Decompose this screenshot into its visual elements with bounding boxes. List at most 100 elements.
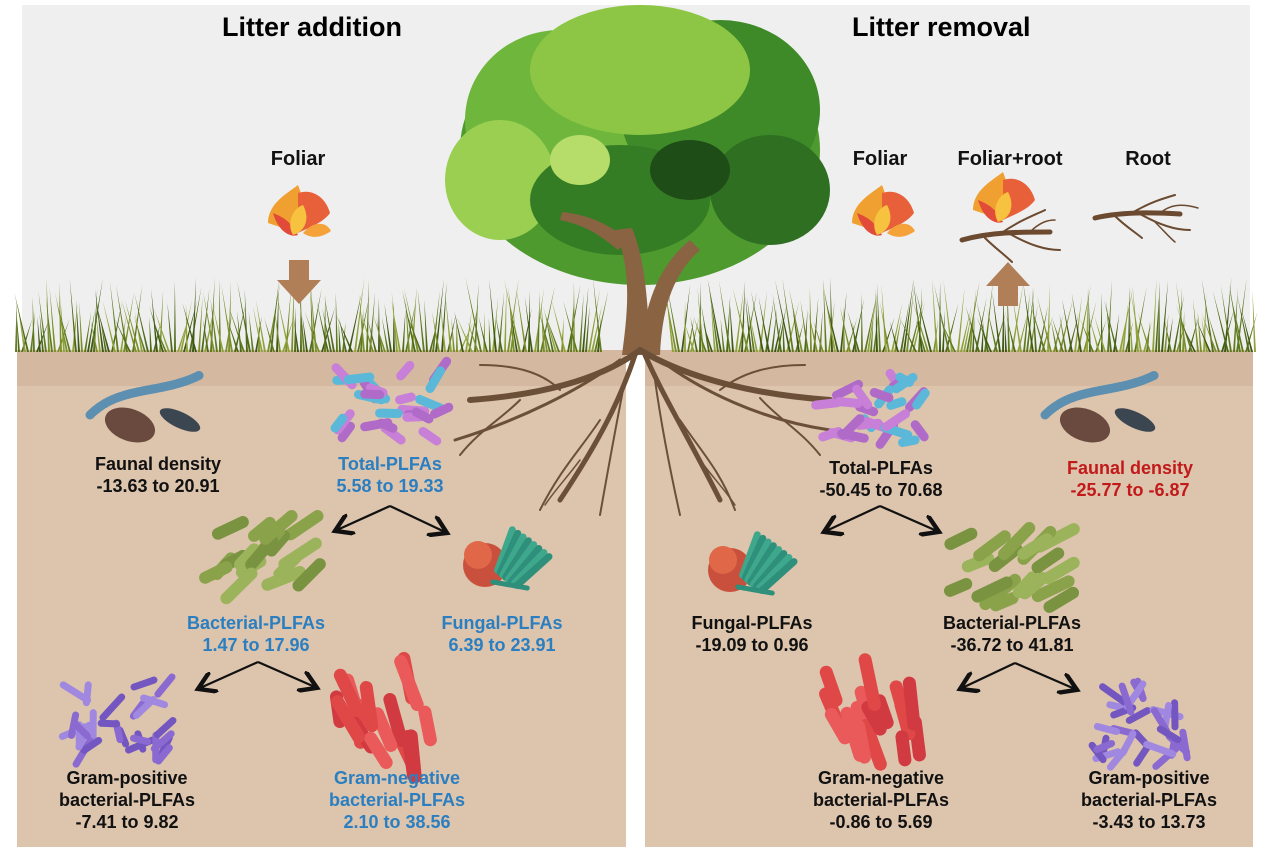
soil-fauna-illustration-addition bbox=[85, 370, 205, 443]
grass-blade bbox=[746, 296, 755, 352]
grass-blade bbox=[592, 277, 602, 352]
grass-blade bbox=[384, 303, 392, 352]
node-name-line2: bacterial-PLFAs bbox=[328, 790, 466, 810]
node-total-plfas-addition: Total-PLFAs 5.58 to 19.33 bbox=[336, 453, 443, 497]
grass-blade bbox=[381, 316, 389, 352]
treatment-label-foliar-removal: Foliar bbox=[852, 148, 908, 170]
grass-blade bbox=[873, 310, 879, 352]
grass-blade bbox=[823, 291, 839, 352]
grass-blade bbox=[1212, 290, 1229, 352]
grass-blade bbox=[889, 321, 899, 352]
grass-blade bbox=[1164, 313, 1169, 352]
grass-blade bbox=[1074, 295, 1082, 352]
grass-blade bbox=[516, 287, 527, 352]
grass-blade bbox=[1224, 277, 1232, 352]
grass-blade bbox=[167, 302, 173, 352]
grass-blade bbox=[1051, 321, 1058, 352]
grass-blade bbox=[1089, 317, 1100, 352]
grass-blade bbox=[751, 290, 764, 352]
grass-blade bbox=[102, 300, 116, 352]
panel-title-litter-removal: Litter removal bbox=[852, 12, 1031, 42]
grass-blade bbox=[95, 312, 101, 352]
node-range: -13.63 to 20.91 bbox=[96, 476, 220, 496]
grass-blade bbox=[913, 278, 923, 352]
arrow-bacterial-to-gram-negative-left bbox=[257, 660, 315, 687]
grass-blade bbox=[690, 316, 698, 352]
grass-blade bbox=[900, 300, 910, 352]
grass-blade bbox=[133, 315, 146, 352]
grass-blade bbox=[1051, 317, 1064, 352]
bacteria-illustration-removal bbox=[943, 522, 1080, 613]
grass-blade bbox=[153, 308, 170, 352]
grass-blade bbox=[719, 280, 731, 352]
grass-blade bbox=[1023, 292, 1030, 352]
grass-blade bbox=[120, 315, 127, 352]
node-name-line2: bacterial-PLFAs bbox=[812, 790, 950, 810]
grass-blade bbox=[454, 310, 464, 352]
grass-blade bbox=[15, 299, 17, 352]
node-bacterial-plfas-addition: Bacterial-PLFAs 1.47 to 17.96 bbox=[187, 612, 325, 656]
grass-blade bbox=[508, 286, 515, 352]
grass-blade bbox=[391, 301, 401, 352]
grass-blade bbox=[847, 310, 860, 352]
grass-blade bbox=[1047, 284, 1050, 352]
grass-blade bbox=[495, 316, 503, 352]
grass-blade bbox=[702, 321, 713, 352]
grass-blade bbox=[478, 316, 488, 352]
grass-blade bbox=[891, 302, 903, 352]
grass-blade bbox=[153, 321, 161, 352]
grass-blade bbox=[369, 291, 376, 352]
node-range: 6.39 to 23.91 bbox=[448, 635, 556, 655]
grass-blade bbox=[37, 316, 41, 352]
grass-blade bbox=[588, 288, 601, 352]
grass-blade bbox=[1062, 298, 1073, 352]
grass-blade bbox=[447, 314, 456, 352]
treatment-label-foliar-addition: Foliar bbox=[270, 148, 326, 170]
grass-blade bbox=[1208, 315, 1220, 352]
grass-blade bbox=[1155, 288, 1160, 352]
grass-blade bbox=[16, 311, 20, 352]
grass-blade bbox=[237, 310, 242, 352]
soil-panel-right bbox=[645, 350, 1253, 847]
grass-blade bbox=[324, 296, 335, 352]
grass-blade bbox=[467, 321, 479, 352]
node-name: Fungal-PLFAs bbox=[691, 613, 813, 633]
grass-blade bbox=[441, 281, 447, 352]
grass-blade bbox=[310, 282, 317, 352]
node-name-line2: bacterial-PLFAs bbox=[1080, 790, 1218, 810]
grass-blade bbox=[152, 318, 167, 352]
grass-blade bbox=[1143, 321, 1152, 352]
grass-blade bbox=[1026, 287, 1035, 352]
grass-blade bbox=[203, 319, 209, 352]
grass-blade bbox=[1158, 280, 1160, 352]
grass-blade bbox=[1104, 300, 1118, 352]
grass-blade bbox=[276, 295, 290, 352]
grass-blade bbox=[537, 291, 540, 352]
grass-blade bbox=[335, 292, 338, 352]
tree-canopy bbox=[445, 5, 830, 285]
grass-blade bbox=[366, 279, 369, 352]
grass-blade bbox=[411, 286, 417, 352]
grass-blade bbox=[359, 293, 365, 352]
microbial-community-illustration-removal bbox=[811, 368, 930, 449]
grass-blade bbox=[867, 293, 877, 352]
gram-negative-bacteria-illustration-addition bbox=[329, 651, 437, 784]
grass-blade bbox=[684, 321, 695, 352]
grass-blade bbox=[809, 287, 812, 352]
grass-blade bbox=[1167, 317, 1173, 352]
grass-blade bbox=[1175, 280, 1187, 352]
grass-blade bbox=[701, 304, 710, 352]
grass-blade bbox=[116, 284, 128, 352]
grass-blade bbox=[591, 304, 603, 352]
grass-blade bbox=[1152, 277, 1157, 352]
arrow-total-to-bacterial-left bbox=[337, 504, 391, 530]
grass-blade bbox=[336, 314, 353, 352]
grass-blade bbox=[1128, 286, 1130, 352]
node-faunal-density-removal: Faunal density -25.77 to -6.87 bbox=[1067, 457, 1193, 501]
root-icon bbox=[1092, 194, 1199, 243]
grass-blade bbox=[134, 293, 149, 352]
